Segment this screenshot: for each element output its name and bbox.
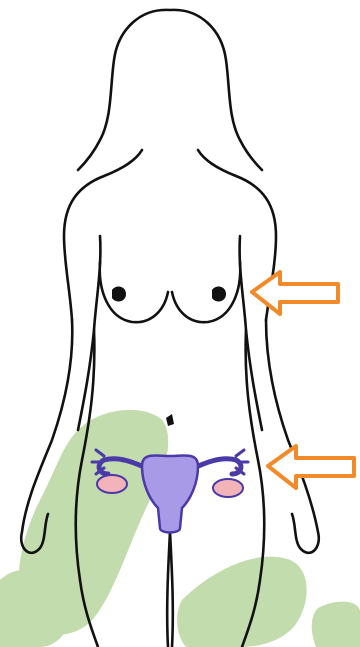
nipple-left [112, 287, 126, 302]
left-ovary [97, 475, 127, 493]
arrow-breast [252, 272, 338, 314]
arrow-uterus-shape [268, 446, 354, 488]
neck-shoulder-outline [64, 150, 276, 320]
head-outline [78, 10, 262, 170]
arrow-breast-shape [252, 272, 338, 314]
right-ovary [213, 479, 243, 497]
body-details [112, 287, 226, 426]
navel [166, 414, 174, 426]
foliage-shape-bottom-right [177, 557, 307, 647]
foliage-shape-far-right [312, 602, 360, 647]
arrow-uterus [268, 446, 354, 488]
breast-left-outline [100, 262, 168, 322]
inner-leg-outline [167, 532, 173, 647]
breast-right-outline [172, 262, 240, 322]
uterus [142, 455, 198, 532]
nipple-right [212, 287, 226, 302]
